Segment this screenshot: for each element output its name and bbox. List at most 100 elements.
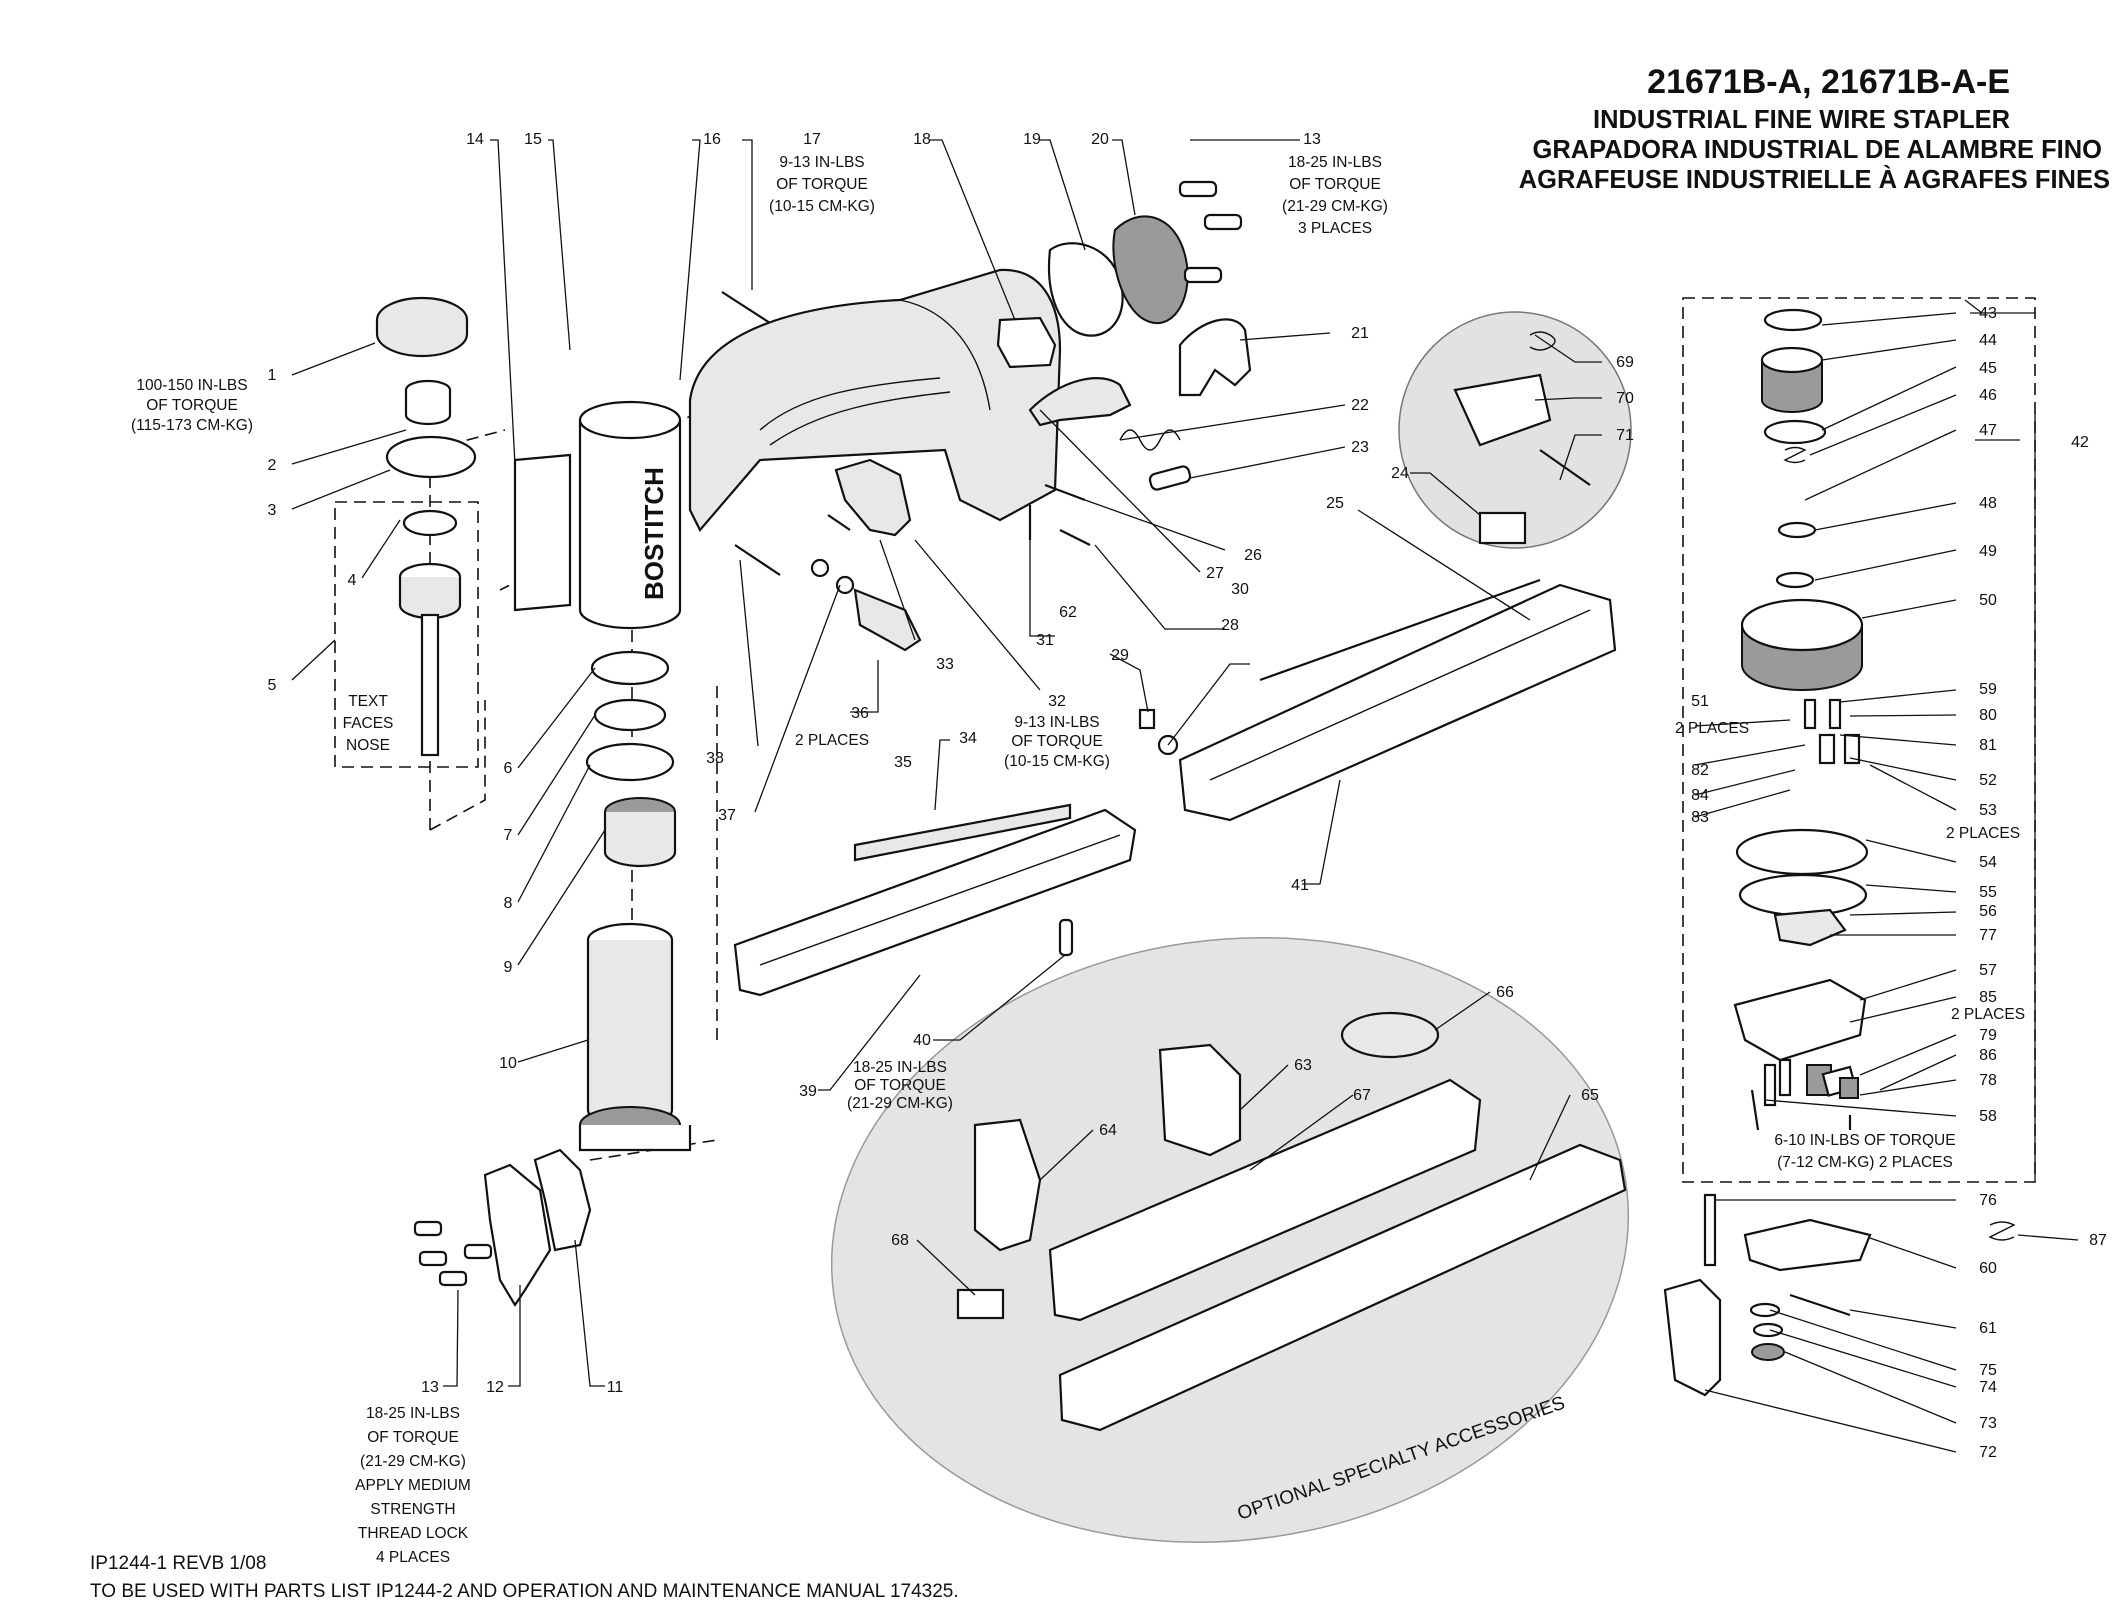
part-label: 44 <box>1979 332 1997 349</box>
part-label: 69 <box>1616 354 1634 371</box>
part-label: 28 <box>1221 617 1239 634</box>
part-label: 41 <box>1291 877 1309 894</box>
part-label: 66 <box>1496 984 1514 1001</box>
part-8-o-ring <box>585 742 675 782</box>
part-label: 17 <box>803 131 821 148</box>
note-line: STRENGTH <box>370 1501 455 1518</box>
part-7-o-ring <box>593 698 667 732</box>
part-label: 27 <box>1206 565 1224 582</box>
part-label: 46 <box>1979 387 1997 404</box>
part-35-valve <box>810 558 922 652</box>
note-line: APPLY MEDIUM <box>355 1477 471 1494</box>
part-label: 25 <box>1326 495 1344 512</box>
part-label: 10 <box>499 1055 517 1072</box>
part-label: 21 <box>1351 325 1369 342</box>
part-label: 84 <box>1691 787 1709 804</box>
part-label: 83 <box>1691 809 1709 826</box>
part-label: 51 <box>1691 693 1709 710</box>
part-trigger-lever <box>1028 377 1132 427</box>
part-19-gasket <box>1048 242 1124 337</box>
part-label: 19 <box>1023 131 1041 148</box>
note-line: 2 PLACES <box>795 732 869 749</box>
part-label: 55 <box>1979 884 1997 901</box>
note-line: 9-13 IN-LBS <box>1014 714 1099 731</box>
part-label: 7 <box>504 827 513 844</box>
part-label: 77 <box>1979 927 1997 944</box>
part-40-screw <box>1058 918 1074 957</box>
note-line: 2 PLACES <box>1946 825 2020 842</box>
note-line: TEXT <box>348 693 388 710</box>
part-label: 15 <box>524 131 542 148</box>
part-label: 23 <box>1351 439 1369 456</box>
part-label: 16 <box>703 131 721 148</box>
part-label: 85 <box>1979 989 1997 1006</box>
note-line: (21-29 CM-KG) <box>360 1453 466 1470</box>
part-label: 1 <box>268 367 277 384</box>
part-label: 20 <box>1091 131 1109 148</box>
usage-note: TO BE USED WITH PARTS LIST IP1244-2 AND … <box>90 1581 959 1602</box>
note-line: 2 PLACES <box>1675 720 1749 737</box>
part-label: 65 <box>1581 1087 1599 1104</box>
part-label: 4 <box>348 572 357 589</box>
part-label: 13 <box>421 1379 439 1396</box>
part-label: 71 <box>1616 427 1634 444</box>
title-block: 21671B-A, 21671B-A-E INDUSTRIAL FINE WIR… <box>1519 63 2110 194</box>
part-label: 32 <box>1048 693 1066 710</box>
part-10-cylinder-sleeve <box>578 922 692 1152</box>
part-label: 13 <box>1303 131 1321 148</box>
part-label: 31 <box>1036 632 1054 649</box>
part-label: 49 <box>1979 543 1997 560</box>
part-label: 76 <box>1979 1192 1997 1209</box>
part-label: 5 <box>268 677 277 694</box>
part-label: 67 <box>1353 1087 1371 1104</box>
part-label: 61 <box>1979 1320 1997 1337</box>
part-label: 56 <box>1979 903 1997 920</box>
part-label: 37 <box>718 807 736 824</box>
part-18-block <box>996 316 1057 369</box>
title-english: INDUSTRIAL FINE WIRE STAPLER <box>1593 106 2010 134</box>
part-label: 40 <box>913 1032 931 1049</box>
part-3-o-ring <box>385 435 477 479</box>
part-label: 30 <box>1231 581 1249 598</box>
part-label: 34 <box>959 730 977 747</box>
part-label: 74 <box>1979 1379 1997 1396</box>
note-line: FACES <box>343 715 394 732</box>
part-13-screws-bottom <box>413 1220 493 1287</box>
note-line: OF TORQUE <box>776 176 868 193</box>
note-line: 100-150 IN-LBS <box>136 377 247 394</box>
note-line: OF TORQUE <box>854 1077 946 1094</box>
part-label: 2 <box>268 457 277 474</box>
part-label: 60 <box>1979 1260 1997 1277</box>
note-line: OF TORQUE <box>367 1429 459 1446</box>
part-label: 79 <box>1979 1027 1997 1044</box>
note-line: OF TORQUE <box>146 397 238 414</box>
detail-69-71 <box>1453 331 1591 486</box>
part-5-piston-driver <box>398 562 462 757</box>
footer: IP1244-1 REVB 1/08 TO BE USED WITH PARTS… <box>90 1553 959 1602</box>
note-line: 4 PLACES <box>376 1549 450 1566</box>
part-39-magazine <box>733 808 1137 997</box>
note-line: (10-15 CM-KG) <box>1004 753 1110 770</box>
part-label: 73 <box>1979 1415 1997 1432</box>
part-label: 9 <box>504 959 513 976</box>
part-label: 42 <box>2071 434 2089 451</box>
part-guide <box>834 458 912 537</box>
part-label: 45 <box>1979 360 1997 377</box>
title-spanish: GRAPADORA INDUSTRIAL DE ALAMBRE FINO <box>1533 136 2103 164</box>
note-line: THREAD LOCK <box>358 1525 469 1542</box>
part-14-plate <box>513 453 572 612</box>
part-label: 64 <box>1099 1122 1117 1139</box>
note-line: 3 PLACES <box>1298 220 1372 237</box>
parts-72-87 <box>1663 1193 2016 1397</box>
torque-notes: 100-150 IN-LBS OF TORQUE (115-173 CM-KG)… <box>131 154 2025 1566</box>
note-line: (115-173 CM-KG) <box>131 417 253 434</box>
part-label: 57 <box>1979 962 1997 979</box>
note-line: NOSE <box>346 737 390 754</box>
note-line: (10-15 CM-KG) <box>769 198 875 215</box>
part-label: 82 <box>1691 762 1709 779</box>
note-line: OF TORQUE <box>1011 733 1103 750</box>
part-label: 50 <box>1979 592 1997 609</box>
part-label: 54 <box>1979 854 1997 871</box>
part-label: 36 <box>851 705 869 722</box>
part-label: 8 <box>504 895 513 912</box>
